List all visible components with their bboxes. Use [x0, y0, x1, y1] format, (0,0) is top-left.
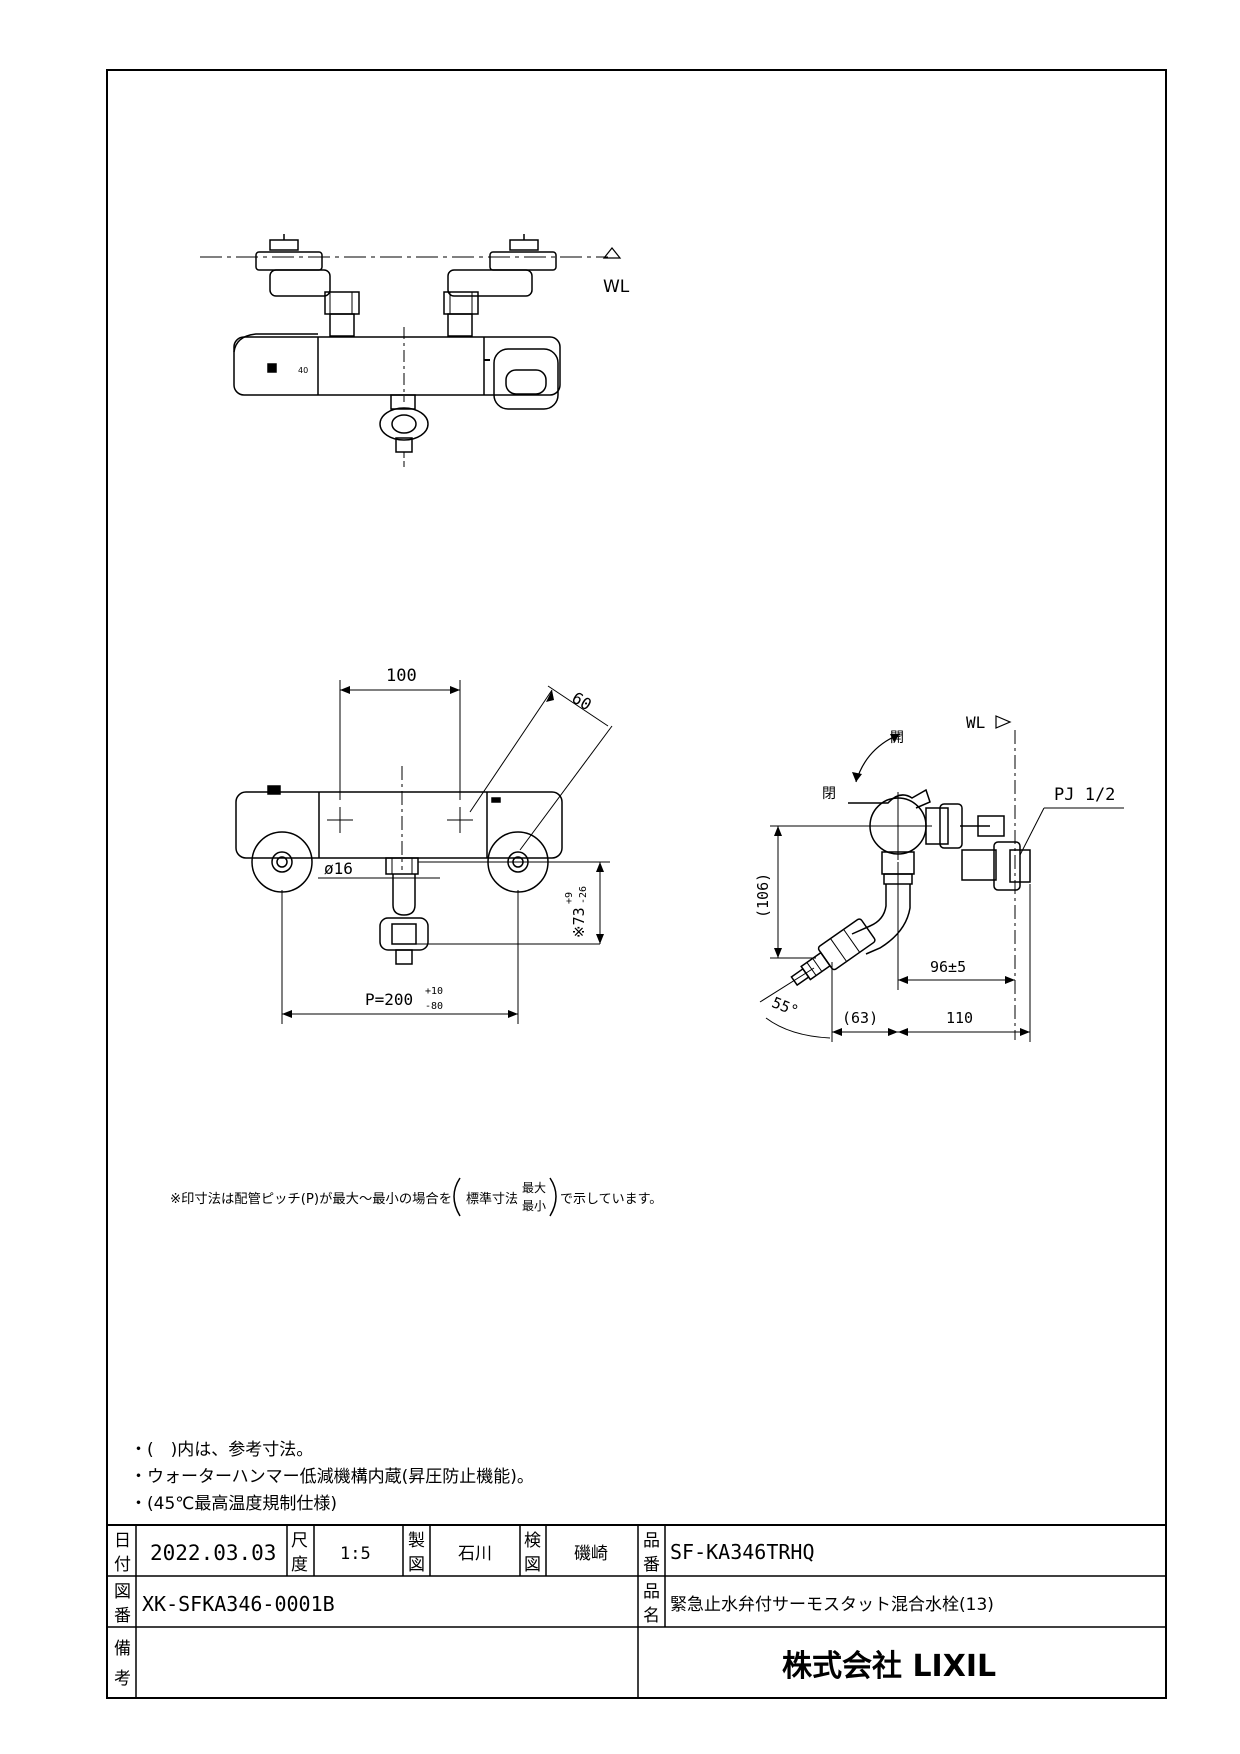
front-dim-pitch-tol-lower: -80: [425, 1001, 443, 1012]
front-view-body: [235, 791, 563, 859]
note-line-3: ・(45℃最高温度規制仕様): [130, 1494, 337, 1514]
front-dim-diameter: ø16: [324, 859, 353, 878]
front-left-inlet: [251, 831, 313, 893]
side-label-open: 開: [890, 730, 904, 746]
tb-drawn-label-1: 製: [408, 1531, 425, 1551]
tb-part-no-label-1: 品: [643, 1531, 660, 1551]
front-dim-pitch-tol-upper: +10: [425, 986, 443, 997]
front-view: [235, 680, 613, 1024]
tb-checked-label-2: 図: [524, 1555, 541, 1575]
side-dim-55: 55°: [769, 993, 801, 1020]
temp-indicator: [267, 363, 277, 373]
note-line-1: ・( )内は、参考寸法。: [130, 1440, 313, 1460]
note-star-paren-close: [549, 1177, 557, 1217]
front-dim-60: 60: [569, 688, 595, 714]
front-dim-pitch: P=200: [365, 990, 413, 1009]
front-dim-100: 100: [386, 666, 417, 686]
title-block: [107, 1524, 1166, 1698]
side-dim-96: 96±5: [930, 958, 966, 976]
tb-date-label-2: 付: [114, 1555, 131, 1575]
tb-drawing-no-label-1: 図: [114, 1582, 131, 1602]
tb-drawn-value: 石川: [458, 1544, 492, 1564]
top-view-temp-mark: 40: [298, 366, 308, 375]
side-dim-110: 110: [946, 1009, 973, 1027]
note-star-paren-open: [453, 1177, 461, 1217]
top-view-wl-label: WL: [603, 277, 630, 297]
side-view: [759, 715, 1124, 1042]
tb-checked-value: 磯崎: [574, 1544, 608, 1564]
top-view-body: [233, 336, 561, 396]
tb-scale-value: 1:5: [340, 1544, 371, 1564]
note-star-max: 最大: [522, 1181, 546, 1195]
note-star-suffix: で示しています。: [560, 1192, 662, 1207]
tb-scale-label-2: 度: [291, 1555, 308, 1575]
side-label-close: 閉: [822, 786, 836, 802]
tb-checked-label-1: 検: [524, 1531, 541, 1551]
tb-scale-label-1: 尺: [291, 1531, 308, 1551]
front-dim-height: ※73: [570, 907, 588, 938]
tb-drawing-no-value: XK-SFKA346-0001B: [142, 1592, 335, 1616]
top-view: [200, 234, 622, 470]
side-dim-106: (106): [754, 873, 772, 918]
side-wl-label: WL: [966, 713, 985, 732]
wl-triangle: [602, 247, 622, 259]
tb-part-no-value: SF-KA346TRHQ: [670, 1540, 815, 1564]
side-pipe-label: PJ 1/2: [1054, 785, 1115, 805]
tb-remarks-label-1: 備: [114, 1639, 131, 1659]
tb-date-label-1: 日: [114, 1531, 131, 1551]
tb-drawn-label-2: 図: [408, 1555, 425, 1575]
tb-product-name-label-2: 名: [643, 1606, 660, 1626]
front-dim-height-tol-upper: +9: [564, 892, 575, 904]
note-star-min: 最小: [522, 1199, 546, 1213]
note-star-prefix: ※印寸法は配管ピッチ(P)が最大～最小の場合を: [170, 1192, 452, 1207]
tb-product-name-value: 緊急止水弁付サーモスタット混合水栓(13): [670, 1595, 994, 1615]
stop-valve-handle: [493, 348, 559, 410]
tb-date-value: 2022.03.03: [150, 1541, 276, 1565]
note-line-2: ・ウォーターハンマー低減機構内蔵(昇圧防止機能)。: [130, 1467, 534, 1487]
note-star-std: 標準寸法: [466, 1191, 518, 1207]
tb-remarks-label-2: 考: [114, 1669, 131, 1689]
tb-part-no-label-2: 番: [643, 1555, 660, 1575]
sheet-frame: [106, 69, 1167, 1699]
tb-company: 株式会社 LIXIL: [782, 1649, 996, 1684]
side-dim-63: (63): [842, 1009, 878, 1027]
front-dim-height-tol-lower: -26: [578, 886, 589, 904]
tb-drawing-no-label-2: 番: [114, 1606, 131, 1626]
tb-product-name-label-1: 品: [643, 1582, 660, 1602]
